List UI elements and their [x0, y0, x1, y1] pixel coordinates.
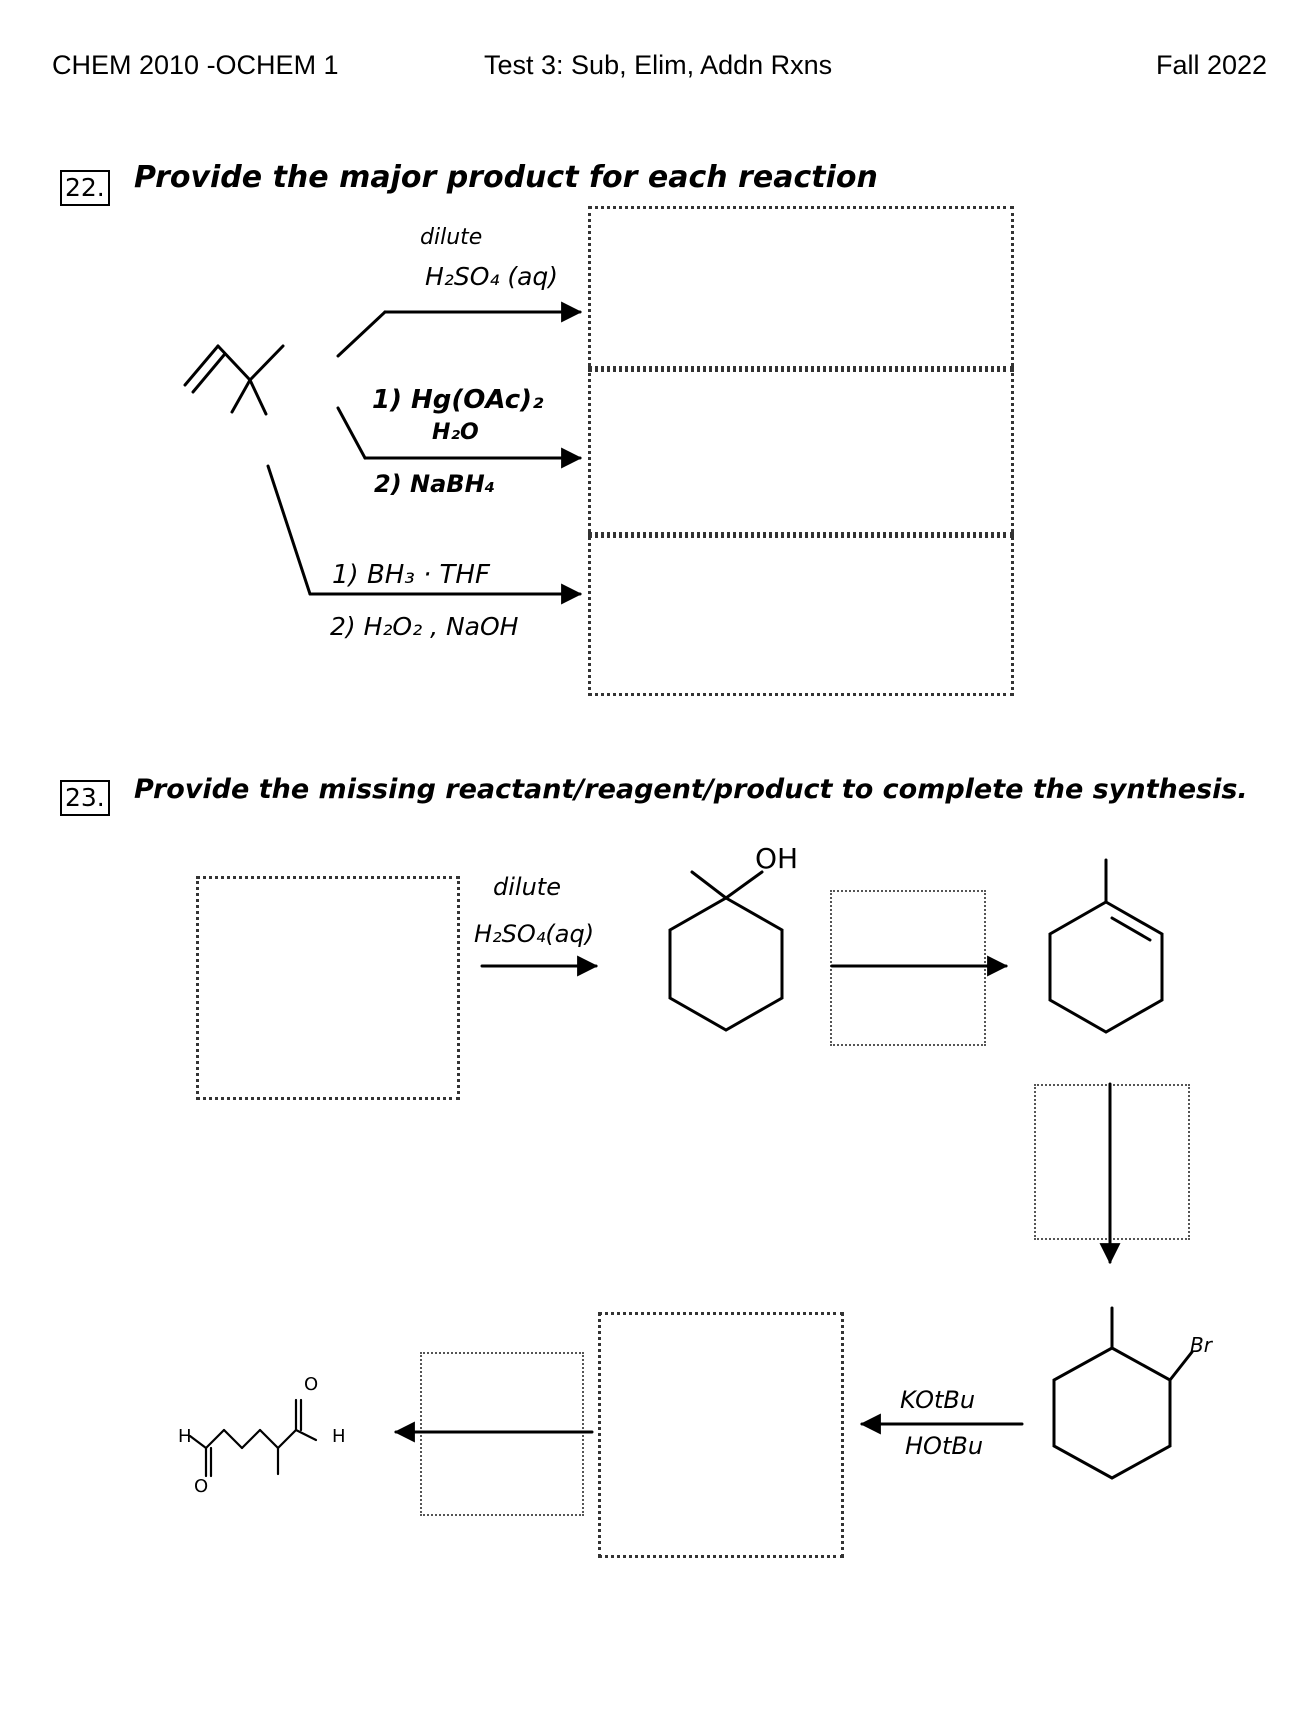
test-title: Test 3: Sub, Elim, Addn Rxns — [484, 50, 833, 80]
br-label: Br — [1190, 1333, 1212, 1357]
alkene-structure — [183, 344, 285, 416]
rxn2-reagent-line3: 2) NaBH₄ — [374, 470, 496, 498]
aldehyde-o-bottom: O — [194, 1476, 209, 1497]
question-22-number: 22. — [60, 170, 110, 206]
methylcyclohexene-structure — [1048, 858, 1164, 1034]
oh-label: OH — [755, 842, 799, 875]
rxn1-reagent-line1: dilute — [420, 225, 483, 250]
aldehyde-h-right: H — [332, 1426, 346, 1447]
aldehyde-h-left: H — [178, 1426, 192, 1447]
rxn2-reagent-line1: 1) Hg(OAc)₂ — [372, 385, 544, 415]
answer-box-ozonolysis-reagent[interactable] — [420, 1352, 584, 1516]
step1-reagent-line1: dilute — [493, 873, 561, 901]
methylcyclohexanol-structure — [668, 870, 784, 1032]
step1-reagent-line2: H₂SO₄(aq) — [474, 920, 595, 948]
answer-box-dehydration-reagent[interactable] — [830, 890, 986, 1046]
question-23-number: 23. — [60, 780, 110, 816]
answer-box-starting-material[interactable] — [196, 876, 460, 1100]
elimination-reagent-line2: HOtBu — [905, 1432, 984, 1460]
dialdehyde-structure — [188, 1398, 318, 1478]
answer-box-rxn3[interactable] — [588, 532, 1014, 696]
rxn2-reagent-line2: H₂O — [432, 420, 479, 445]
rxn3-reagent-line1: 1) BH₃ · THF — [332, 560, 490, 590]
term-label: Fall 2022 — [1156, 50, 1268, 80]
rxn3-reagent-line2: 2) H₂O₂ , NaOH — [330, 612, 519, 641]
answer-box-rxn1[interactable] — [588, 206, 1014, 372]
rxn1-reagent-line2: H₂SO₄ (aq) — [425, 262, 559, 291]
bromomethylcyclohexane-structure — [1052, 1306, 1194, 1480]
answer-box-bromination-reagent[interactable] — [1034, 1084, 1190, 1240]
answer-box-elimination-product[interactable] — [598, 1312, 844, 1558]
elimination-reagent-line1: KOtBu — [900, 1386, 976, 1414]
answer-box-rxn2[interactable] — [588, 366, 1014, 538]
question-23-prompt: Provide the missing reactant/reagent/pro… — [134, 774, 1248, 805]
aldehyde-o-top: O — [304, 1374, 319, 1395]
question-22-prompt: Provide the major product for each react… — [134, 160, 878, 195]
course-title: CHEM 2010 -OCHEM 1 — [52, 50, 339, 80]
